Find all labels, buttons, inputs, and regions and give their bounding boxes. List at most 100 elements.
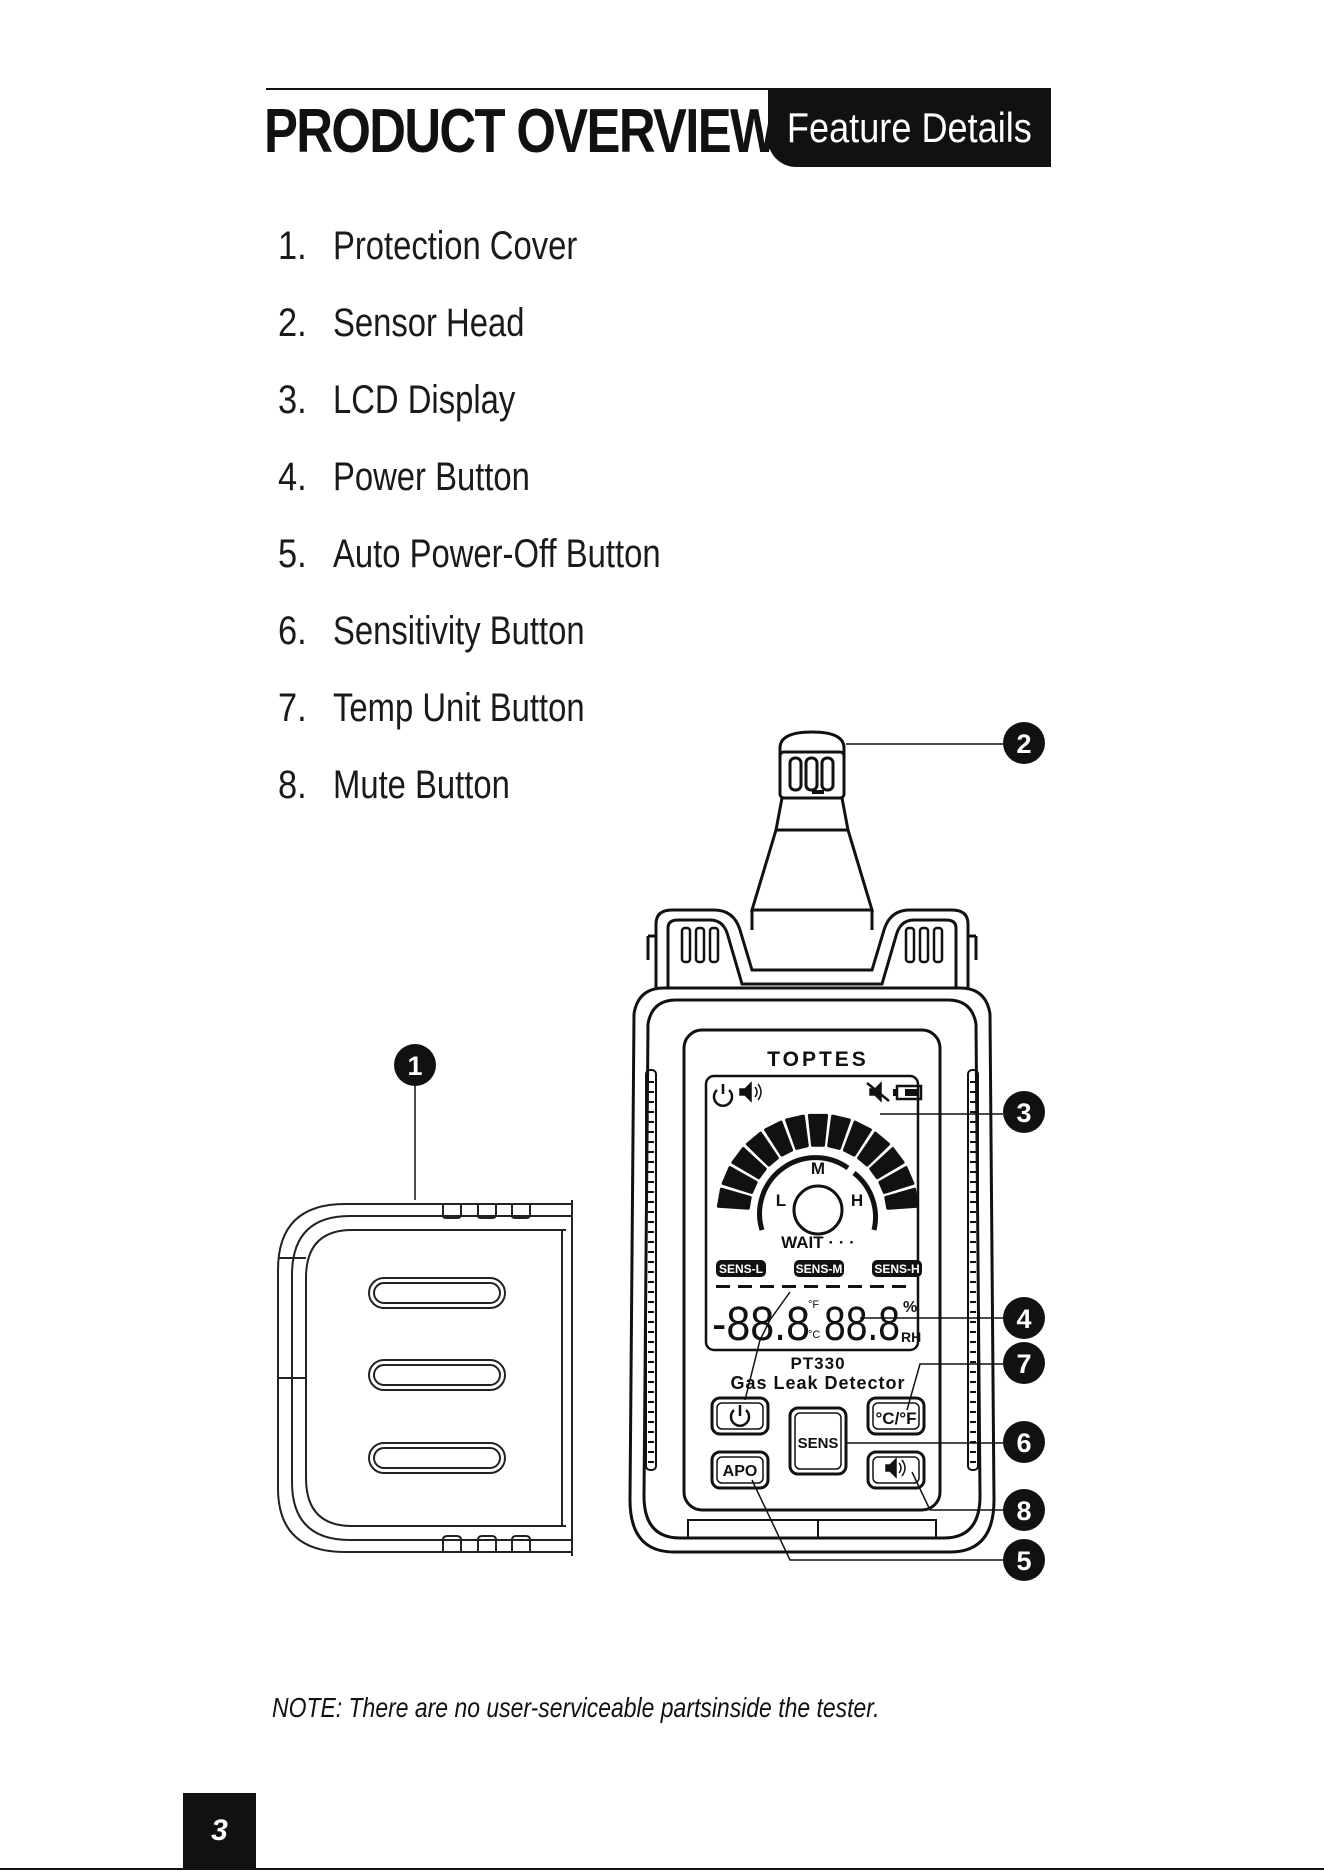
gauge-segment	[731, 1147, 767, 1180]
temp-unit-button[interactable]: °C/°F	[866, 1396, 926, 1436]
footer-rule	[0, 1868, 1324, 1870]
item-label: Sensitivity Button	[333, 609, 585, 653]
item-number: 4.	[278, 455, 307, 499]
power-icon	[729, 1405, 751, 1427]
svg-text:2: 2	[1016, 729, 1031, 759]
callout-4: 4	[1003, 1297, 1045, 1339]
mute-indicator-icon	[866, 1081, 890, 1103]
page-title: PRODUCT OVERVIEW	[264, 97, 778, 166]
gauge-level-h: H	[851, 1191, 863, 1210]
gauge-segment	[764, 1120, 794, 1157]
unit-percent: %	[903, 1299, 917, 1316]
list-item: 5. Auto Power-Off Button	[278, 532, 732, 609]
gauge-segment	[807, 1113, 829, 1147]
svg-text:1: 1	[407, 1051, 422, 1081]
sensitivity-button[interactable]: SENS	[788, 1406, 848, 1476]
item-label: LCD Display	[333, 378, 516, 422]
gauge-segment	[884, 1187, 920, 1210]
sens-m-badge	[794, 1260, 844, 1277]
battery-icon	[893, 1084, 923, 1101]
callout-leader-lines	[414, 743, 1003, 1561]
model-label: PT330	[790, 1354, 845, 1373]
gauge-ring	[757, 1155, 878, 1231]
list-item: 7.Temp Unit Button	[278, 686, 732, 763]
callout-8: 8	[1003, 1489, 1045, 1531]
sensor-head	[749, 730, 875, 930]
sensitivity-button-label: SENS	[798, 1435, 839, 1452]
gauge-segment	[716, 1187, 752, 1210]
sens-m-label: SENS-M	[796, 1262, 843, 1276]
list-item: 3. LCD Display	[278, 378, 732, 455]
callout-3: 3	[1003, 1091, 1045, 1133]
mute-button[interactable]	[866, 1450, 926, 1490]
body-shell	[628, 986, 996, 1554]
gauge-segment	[857, 1131, 891, 1167]
list-item: 8.Mute Button	[278, 763, 732, 840]
item-label: Power Button	[333, 455, 530, 499]
gauge-segment	[878, 1166, 915, 1194]
feature-list: 1. Protection Cover 2.Sensor Head 3. LCD D…	[278, 224, 732, 840]
callout-2: 2	[1003, 722, 1045, 764]
product-name-label: Gas Leak Detector	[730, 1373, 905, 1393]
svg-text:3: 3	[1016, 1098, 1031, 1128]
apo-button[interactable]: APO	[710, 1450, 770, 1490]
gauge-segment	[721, 1166, 758, 1194]
svg-text:6: 6	[1016, 1428, 1031, 1458]
callout-1: 1	[394, 1044, 436, 1086]
item-label: Auto Power-Off Button	[333, 532, 661, 576]
svg-text:8: 8	[1016, 1496, 1031, 1526]
callout-5: 5	[1003, 1539, 1045, 1581]
unit-celsius: °C	[808, 1329, 820, 1341]
unit-rh: RH	[901, 1329, 921, 1345]
sens-h-label: SENS-H	[874, 1262, 919, 1276]
list-item: 6. Sensitivity Button	[278, 609, 732, 686]
gauge-segment	[785, 1114, 809, 1150]
item-label: Mute Button	[333, 763, 510, 807]
brand-logo: TOPTES	[767, 1048, 869, 1071]
sens-l-badge	[716, 1260, 766, 1277]
detector-body: L M H WAIT · · · SENS-L SENS-M SENS-H -8…	[628, 730, 996, 1554]
list-item: 4. Power Button	[278, 455, 732, 532]
sens-l-label: SENS-L	[719, 1262, 763, 1276]
gauge-level-m: M	[811, 1159, 825, 1178]
list-item: 2.Sensor Head	[278, 301, 732, 378]
tab-label: Feature Details	[787, 103, 1032, 151]
temperature-digits: -88.8	[712, 1298, 810, 1351]
callout-7: 7	[1003, 1342, 1045, 1384]
page-number: 3	[183, 1793, 256, 1868]
humidity-digits: 88.8	[824, 1298, 900, 1351]
header-rule	[266, 88, 1051, 90]
item-number: 6.	[278, 609, 307, 653]
callout-6: 6	[1003, 1421, 1045, 1463]
gauge-segment	[842, 1120, 872, 1157]
svg-text:4: 4	[1016, 1304, 1031, 1334]
power-indicator-icon	[712, 1084, 734, 1107]
gauge-segment	[745, 1131, 779, 1167]
svg-text:5: 5	[1016, 1546, 1031, 1576]
power-button[interactable]	[710, 1396, 770, 1436]
sound-indicator-icon	[739, 1081, 762, 1103]
status-text: WAIT · · ·	[781, 1233, 855, 1252]
upper-shoulders	[646, 908, 978, 988]
temp-unit-button-label: °C/°F	[876, 1409, 917, 1428]
feature-details-tab: Feature Details	[768, 88, 1051, 167]
item-number: 7.	[278, 686, 307, 730]
dash-row	[716, 1285, 906, 1288]
gauge-hub	[792, 1184, 844, 1236]
speaker-icon	[885, 1457, 906, 1479]
apo-button-label: APO	[723, 1463, 758, 1480]
item-number: 3.	[278, 378, 307, 422]
unit-fahrenheit: °F	[808, 1299, 819, 1311]
gauge-level-l: L	[776, 1191, 786, 1210]
item-number: 5.	[278, 532, 307, 576]
lcd-display: L M H WAIT · · · SENS-L SENS-M SENS-H -8…	[704, 1074, 923, 1352]
item-number: 1.	[278, 224, 307, 268]
gauge-segment	[827, 1114, 851, 1150]
list-item: 1. Protection Cover	[278, 224, 732, 301]
item-label: Protection Cover	[333, 224, 578, 268]
gauge-segment	[869, 1147, 905, 1180]
grip-texture	[648, 1081, 977, 1463]
gauge-segments	[716, 1113, 920, 1210]
item-number: 2.	[278, 301, 307, 345]
